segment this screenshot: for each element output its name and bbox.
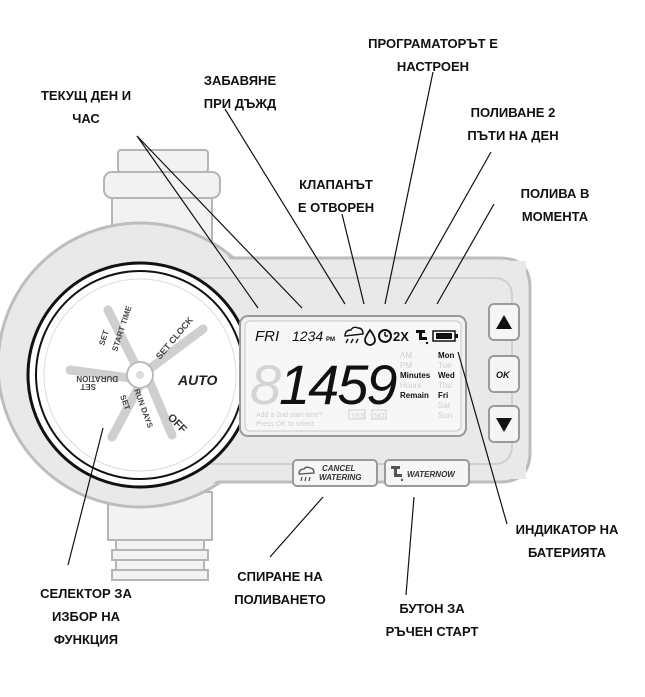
programmer-set-icon [378,329,392,343]
callout-programmer-set: ПРОГРАМАТОРЪТ Е НАСТРОЕН [368,36,498,74]
callout-water-twice: ПОЛИВАНЕ 2 ПЪТИ НА ДЕН [467,105,559,143]
arrow-up-icon [496,315,512,329]
day-sun: Sun [438,411,452,420]
lcd-minutes: Minutes [400,371,431,380]
duration-label: DURATION [76,374,118,383]
lcd-day: FRI [255,328,279,345]
cancel-label-line1: CANCEL [322,464,355,473]
down-button[interactable] [488,405,520,443]
lcd-yes: YES [351,413,365,420]
callout-current-day-time: ТЕКУЩ ДЕН И ЧАС [40,88,132,126]
lcd-days-list: Mon Tue Wed Thu Fri Sat Sun [438,351,455,420]
ok-label: OK [496,370,511,380]
lcd-big-digits: 1459 [279,353,396,416]
callout-valve-open: КЛАПАНЪТ Е ОТВОРЕН [297,177,375,215]
leader-lines [67,71,508,596]
callout-manual-start: БУТОН ЗА РЪЧЕН СТАРТ [385,601,479,639]
battery-icon [432,330,458,342]
rain-delay-icon [344,326,364,344]
water-now-button[interactable]: WATERNOW [384,459,470,487]
lcd-pm-small: PM [400,361,412,370]
callout-battery-indicator: ИНДИКАТОР НА БАТЕРИЯТА [515,522,619,560]
day-mon: Mon [438,351,455,360]
lcd-no: NO [374,413,385,420]
day-thu: Thu [438,381,452,390]
watering-now-icon [416,330,429,345]
callout-rain-delay: ЗАБАВЯНЕ ПРИ ДЪЖД [203,73,277,111]
lcd-am: AM [400,351,412,360]
lcd-time: 1234 [292,328,323,344]
lcd-hint-line2: Press OK to select. [256,421,316,428]
ok-button[interactable]: OK [488,355,520,393]
valve-open-icon [364,328,376,346]
day-sat: Sat [438,401,451,410]
lcd-pm: PM [326,337,335,343]
callout-function-selector: СЕЛЕКТОР ЗА ИЗБОР НА ФУНКЦИЯ [40,586,132,647]
twice-daily-indicator: 2X [393,329,409,344]
set-duration-label: SET [80,382,96,391]
lcd-hint-line1: Add a 2nd start time? [256,412,323,419]
function-selector-dial[interactable]: SET CLOCK START TIME SET SET DURATION RU… [26,261,254,489]
cancel-watering-button[interactable]: CANCEL WATERING [292,459,378,487]
cancel-rain-icon [298,466,315,482]
day-fri: Fri [438,391,448,400]
up-button[interactable] [488,303,520,341]
bottom-outlet-fitting [107,491,213,581]
faucet-icon [391,466,404,482]
ghost-digit: 8 [250,353,281,416]
lcd-hours: Hours [400,381,421,390]
day-wed: Wed [438,371,455,380]
callout-stop-watering: СПИРАНЕ НА ПОЛИВАНЕТО [234,569,326,607]
auto-position-label: AUTO [177,372,218,388]
callout-watering-now: ПОЛИВА В МОМЕНТА [520,186,590,224]
cancel-label-line2: WATERING [319,473,362,482]
lcd-display: FRI 1234 PM 2X 8 1459 AM P [239,315,467,437]
lcd-remain: Remain [400,391,429,400]
water-now-label: WATERNOW [407,470,456,479]
day-tue: Tue [438,361,452,370]
arrow-down-icon [496,418,512,432]
